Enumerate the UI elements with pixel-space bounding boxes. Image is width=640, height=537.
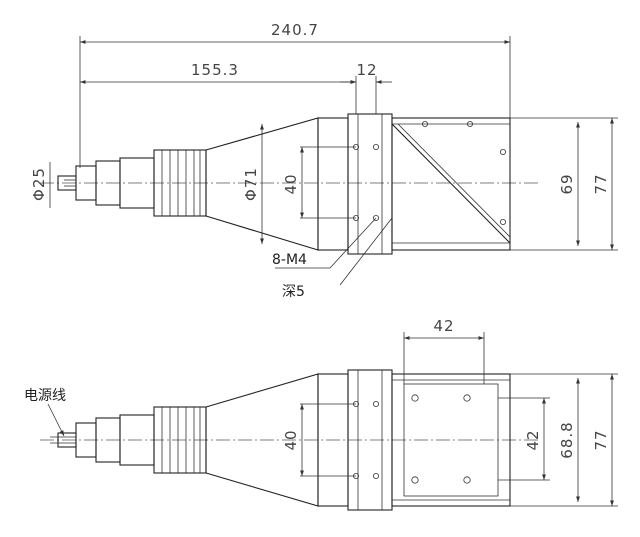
dim-flange-width: 12 <box>356 61 377 79</box>
dim-hole-spacing-top: 40 <box>282 173 300 194</box>
label-thread-depth: 深5 <box>282 284 305 300</box>
head-box-bottom <box>391 373 511 507</box>
dim-body-length: 155.3 <box>191 61 239 79</box>
cable-end-bottom <box>50 417 121 463</box>
dim-bottom-height-inner: 68.8 <box>558 421 576 458</box>
flange <box>347 113 393 255</box>
dim-bottom-inner-vertical: 42 <box>524 429 542 450</box>
dim-hole-spacing-bottom: 40 <box>282 429 300 450</box>
dim-overall-length: 240.7 <box>271 21 319 39</box>
label-power-cable: 电源线 <box>24 388 66 404</box>
dim-top-width: 42 <box>433 317 454 335</box>
dim-cone-diameter: Φ71 <box>242 167 260 201</box>
bottom-view: 42 40 42 68.8 77 电源线 <box>24 317 618 511</box>
dim-side-height-inner: 69 <box>558 173 576 194</box>
head-box <box>391 117 511 251</box>
ribbed-section-bottom <box>119 406 207 474</box>
top-view: 240.7 155.3 12 Φ25 Φ71 40 69 77 8-M4 <box>30 21 618 300</box>
dim-side-height-outer: 77 <box>592 173 610 194</box>
dim-cable-diameter: Φ25 <box>30 167 48 201</box>
dim-bottom-height-outer: 77 <box>592 429 610 450</box>
label-thread-spec: 8-M4 <box>272 252 307 268</box>
